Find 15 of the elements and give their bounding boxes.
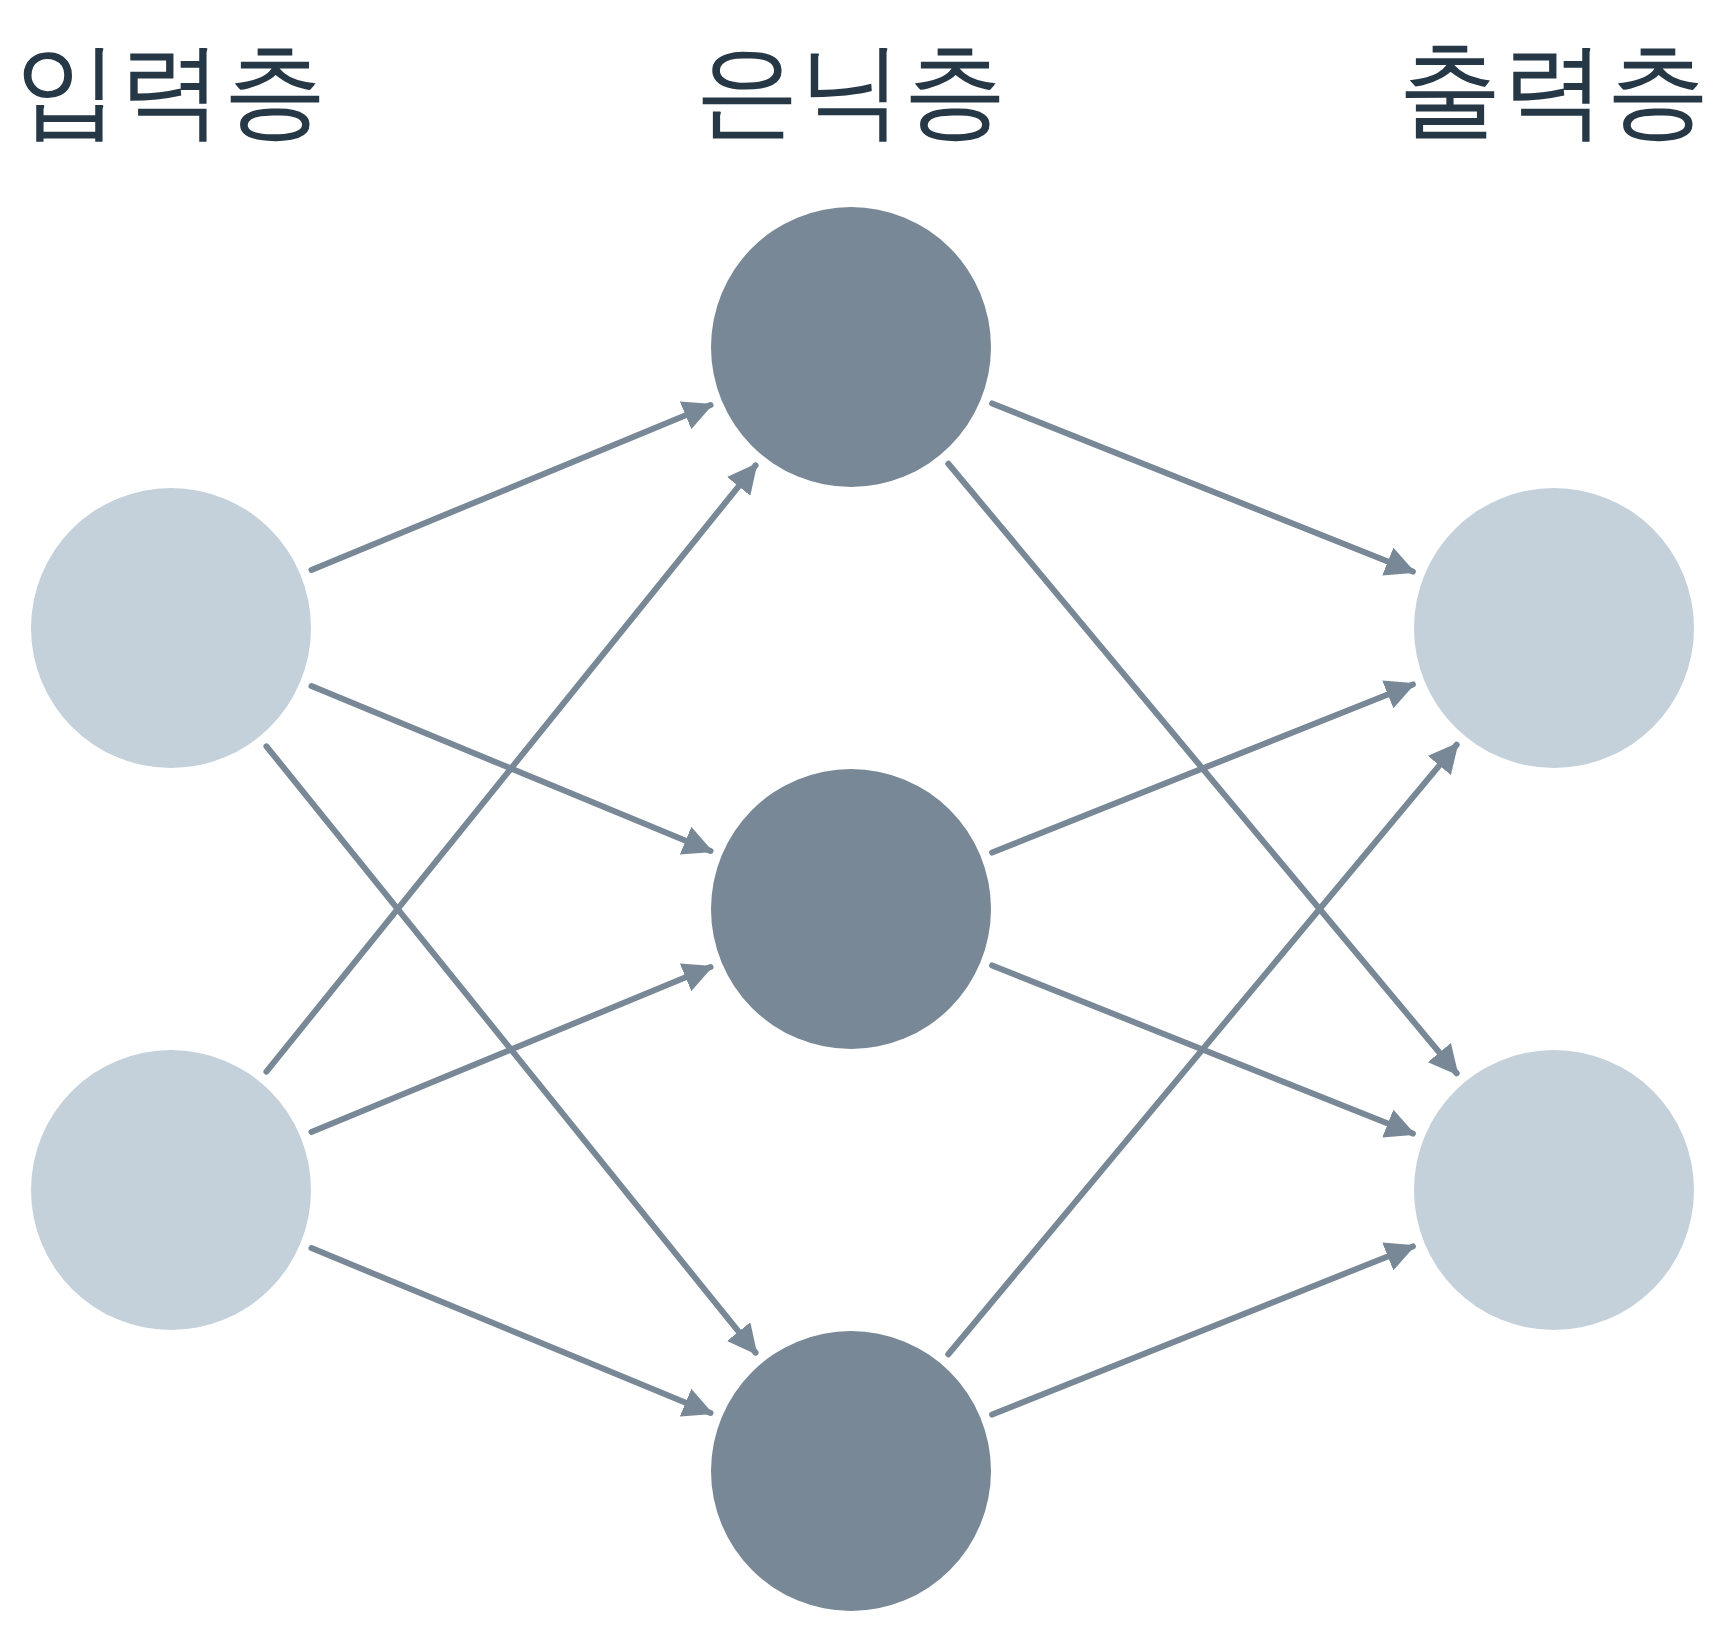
arrow <box>263 462 759 1075</box>
arrow <box>308 963 714 1135</box>
arrow <box>945 460 1460 1077</box>
arrow <box>308 1245 714 1417</box>
arrow <box>989 400 1416 576</box>
arrow <box>945 741 1460 1358</box>
arrow <box>308 401 714 573</box>
layer-title: 입력층 <box>14 28 328 153</box>
arrow <box>989 962 1416 1138</box>
arrow <box>263 743 759 1356</box>
layer-title: 은닉층 <box>694 28 1008 153</box>
arrow <box>989 680 1416 856</box>
layer-title: 출력층 <box>1397 28 1711 153</box>
arrow <box>989 1242 1416 1418</box>
arrow <box>308 683 714 855</box>
